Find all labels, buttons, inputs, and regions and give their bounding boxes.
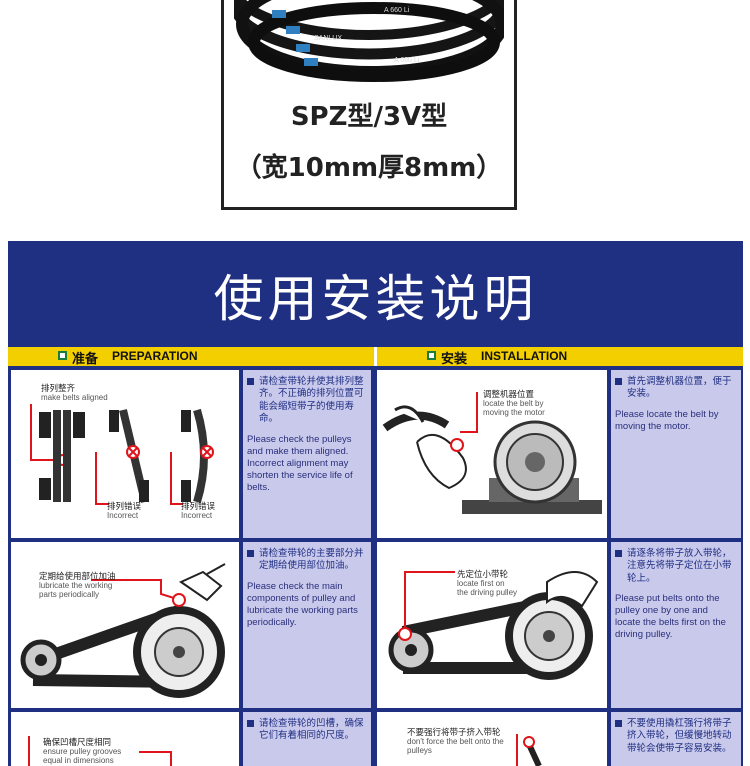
section-installation-cn: 安装 xyxy=(441,352,468,367)
model-line-2: （宽10mm厚8mm） xyxy=(235,153,503,183)
grooves-text-cn: 请检查带轮的凹槽，确保它们有着相同的尺度。 xyxy=(247,718,365,743)
align-text-cn: 请检查带轮并使其排列整齐。不正确的排列位置可能会缩短带子的使用寿命。 xyxy=(247,376,365,426)
align-text: 请检查带轮并使其排列整齐。不正确的排列位置可能会缩短带子的使用寿命。 Pleas… xyxy=(243,370,371,538)
lubrication-diagram xyxy=(20,563,226,698)
groove-diagram xyxy=(28,736,172,766)
lubricate-label: 定期给使用部位加油 lubricate the working parts pe… xyxy=(39,571,116,600)
model-line-1: SPZ型/3V型 xyxy=(290,102,448,132)
small-pulley-label: 先定位小带轮 locate first on the driving pulle… xyxy=(457,569,518,598)
motor-label: 调整机器位置 locate the belt by moving the mot… xyxy=(483,389,545,418)
align-wrong2-label: 排列错误 Incorrect xyxy=(181,501,216,521)
section-installation-en: INSTALLATION xyxy=(481,349,568,363)
lubricate-text-en: Please check the main components of pull… xyxy=(247,580,358,628)
illustration-motor: 调整机器位置 locate the belt by moving the mot… xyxy=(377,370,607,538)
align-label: 排列整齐 make belts aligned xyxy=(41,383,108,403)
motor-text-en: Please locate the belt by moving the mot… xyxy=(615,408,719,432)
grooves-label: 确保凹槽尺度相同 ensure pulley grooves equal in … xyxy=(43,737,122,766)
illustration-align: 排列整齐 make belts aligned 排列错误 Incorrect 排… xyxy=(11,370,239,538)
instructions-banner: 使用安装说明 xyxy=(8,241,743,347)
checkbox-icon xyxy=(58,351,67,360)
belt-photo: SANLUX A 660 Li A 660 Li xyxy=(234,0,504,82)
belt-install-diagram xyxy=(388,571,599,680)
small-pulley-text-en: Please put belts onto the pulley one by … xyxy=(615,593,726,641)
section-preparation-en: PREPARATION xyxy=(112,349,198,363)
lubricate-text-cn: 请检查带轮的主要部分并定期给使用部位加油。 xyxy=(247,548,365,573)
align-text-en: Please check the pulleys and make them a… xyxy=(247,433,353,493)
checkbox-icon xyxy=(427,351,436,360)
grooves-text: 请检查带轮的凹槽，确保它们有着相同的尺度。 xyxy=(243,712,371,766)
motor-adjust-diagram xyxy=(382,392,602,514)
motor-text: 首先调整机器位置，便于安装。 Please locate the belt by… xyxy=(611,370,741,538)
belt-brand-text: SANLUX xyxy=(314,35,342,42)
illustration-lubricate: 定期给使用部位加油 lubricate the working parts pe… xyxy=(11,542,239,708)
no-force-label: 不要强行将带子挤入带轮 don't force the belt onto th… xyxy=(407,727,504,756)
section-preparation-cn: 准备 xyxy=(72,352,99,367)
lubricate-text: 请检查带轮的主要部分并定期给使用部位加油。 Please check the m… xyxy=(243,542,371,708)
belt-marking-text-2: A 660 Li xyxy=(394,57,420,64)
product-box: SANLUX A 660 Li A 660 Li SPZ型/3V型 （宽10mm… xyxy=(221,0,517,210)
pulley-alignment-diagram xyxy=(30,404,214,505)
illustration-no-force: 不要强行将带子挤入带轮 don't force the belt onto th… xyxy=(377,712,607,766)
no-force-diagram xyxy=(516,734,542,766)
section-preparation: 准备 PREPARATION xyxy=(8,347,374,367)
no-force-text-cn: 不要使用撬杠强行将带子挤入带轮，但缓慢地转动带轮会使带子容易安装。 xyxy=(615,718,735,755)
illustration-small-pulley: 先定位小带轮 locate first on the driving pulle… xyxy=(377,542,607,708)
no-force-text: 不要使用撬杠强行将带子挤入带轮，但缓慢地转动带轮会使带子容易安装。 xyxy=(611,712,741,766)
section-installation: 安装 INSTALLATION xyxy=(377,347,743,367)
motor-text-cn: 首先调整机器位置，便于安装。 xyxy=(615,376,735,401)
align-wrong1-label: 排列错误 Incorrect xyxy=(107,501,142,521)
small-pulley-text: 请逐条将带子放入带轮，注意先将带子定位在小带轮上。 Please put bel… xyxy=(611,542,741,708)
illustration-grooves: 确保凹槽尺度相同 ensure pulley grooves equal in … xyxy=(11,712,239,766)
belt-marking-text: A 660 Li xyxy=(384,7,410,14)
banner-title: 使用安装说明 xyxy=(213,270,538,328)
small-pulley-text-cn: 请逐条将带子放入带轮，注意先将带子定位在小带轮上。 xyxy=(615,548,735,585)
